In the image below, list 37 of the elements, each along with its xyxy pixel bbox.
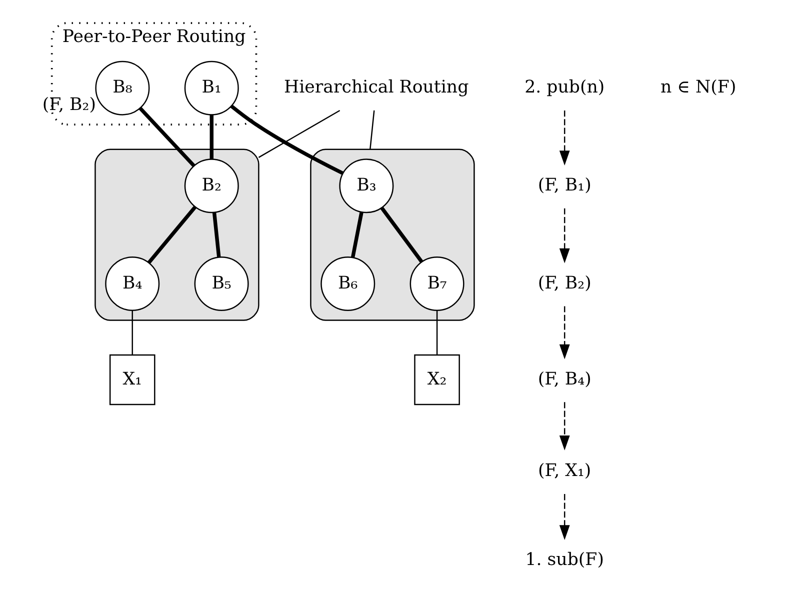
node-circle: B₇ bbox=[410, 256, 464, 311]
arrow bbox=[559, 208, 570, 264]
node-text: (F, B₁) bbox=[538, 175, 592, 196]
node-text: (F, B₄) bbox=[538, 369, 592, 390]
arrow bbox=[559, 494, 570, 540]
connector bbox=[380, 206, 424, 263]
connector bbox=[132, 310, 133, 355]
node-circle: B₄ bbox=[105, 256, 160, 311]
connector bbox=[138, 106, 196, 168]
connector bbox=[212, 212, 221, 258]
node-text: 2. pub(n) bbox=[524, 78, 605, 98]
node-text: (F, X₁) bbox=[538, 460, 592, 481]
node-text: Hierarchical Routing bbox=[284, 78, 469, 98]
connector bbox=[230, 104, 344, 175]
connector bbox=[258, 110, 340, 158]
node-circle: B₅ bbox=[194, 256, 249, 311]
node-circle: B₆ bbox=[320, 256, 376, 311]
connector bbox=[436, 310, 438, 355]
label: n ∈ N(F) bbox=[660, 78, 736, 98]
arrow bbox=[559, 306, 570, 360]
node-text: (F, B₂) bbox=[538, 273, 592, 294]
cluster bbox=[310, 148, 475, 321]
node-text: 1. sub(F) bbox=[525, 550, 604, 570]
connector bbox=[370, 110, 375, 150]
connector bbox=[210, 114, 214, 160]
node-circle: B₃ bbox=[339, 158, 394, 214]
node-box: X₁ bbox=[109, 354, 156, 406]
node-label: (F, B₂) bbox=[42, 94, 96, 115]
cluster bbox=[94, 148, 260, 321]
arrow bbox=[559, 110, 570, 166]
node-circle: B₁ bbox=[184, 60, 239, 116]
node-circle: B₂ bbox=[184, 158, 239, 214]
connector bbox=[350, 212, 364, 258]
connector bbox=[148, 206, 197, 264]
arrow bbox=[559, 402, 570, 450]
node-box: X₂ bbox=[414, 354, 460, 406]
node-circle: B₈ bbox=[95, 60, 150, 116]
